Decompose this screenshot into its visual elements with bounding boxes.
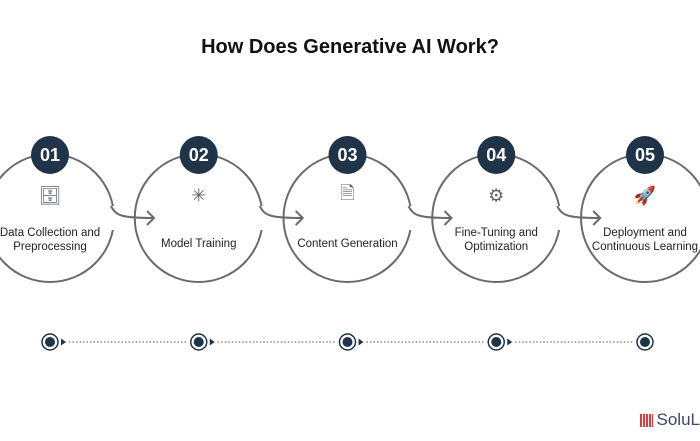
step-badge — [179, 136, 218, 174]
timeline-node — [640, 337, 650, 347]
arrowhead-icon — [443, 210, 453, 226]
timeline-arrow-icon — [61, 338, 66, 346]
step-badge — [31, 136, 69, 174]
arrow-gap — [110, 206, 120, 230]
step-number: 02 — [188, 145, 209, 165]
step-number: 03 — [337, 145, 358, 165]
connector-arrow — [407, 205, 452, 219]
database-icon: 🗄 — [38, 185, 62, 206]
step-label: Content Generation — [297, 238, 398, 250]
connector-arrow — [556, 205, 601, 219]
arrowhead-icon — [295, 210, 305, 226]
step-label: Fine-Tuning and Optimization — [454, 227, 538, 253]
timeline-node — [45, 337, 55, 347]
step-number: 01 — [39, 145, 61, 165]
gear-cycle-icon: ⚙ — [488, 185, 505, 206]
rocket-icon: 🚀 — [633, 185, 657, 206]
logo-text: SoluL — [656, 410, 700, 429]
step-number: 04 — [486, 145, 507, 165]
neural-network-icon: ✳ — [191, 185, 207, 206]
timeline-node-ring — [487, 333, 505, 351]
timeline-node — [342, 337, 353, 347]
step-label: Deployment and Continuous Learning — [591, 227, 699, 253]
arrow-gap — [258, 206, 269, 230]
timeline-arrow-icon — [507, 338, 513, 346]
arrowhead-icon — [146, 210, 156, 226]
arrowhead-icon — [592, 210, 602, 226]
step-badge — [626, 136, 664, 174]
connector-arrow — [110, 205, 155, 219]
arrow-gap — [407, 206, 418, 230]
document-sparkle-icon: 🗎 — [340, 183, 355, 203]
timeline-node-ring — [41, 333, 59, 351]
step-number: 05 — [634, 145, 656, 165]
timeline-node-ring — [190, 333, 208, 351]
logo-mark-icon — [639, 413, 653, 427]
step-badge — [328, 136, 367, 174]
timeline-arrow-icon — [358, 338, 364, 346]
timeline-node-ring — [338, 333, 357, 351]
timeline-node — [193, 337, 204, 347]
step-badge — [477, 136, 516, 174]
connector-arrow — [258, 205, 303, 219]
step-label: Data Collection and Preprocessing — [0, 227, 101, 253]
timeline-node-ring — [636, 333, 654, 351]
page-title: How Does Generative AI Work? — [201, 36, 499, 58]
timeline-arrow-icon — [209, 338, 215, 346]
brand-logo: SoluL — [639, 410, 700, 430]
timeline-node — [491, 337, 502, 347]
step-label: Model Training — [161, 238, 237, 250]
arrow-gap — [556, 206, 567, 230]
